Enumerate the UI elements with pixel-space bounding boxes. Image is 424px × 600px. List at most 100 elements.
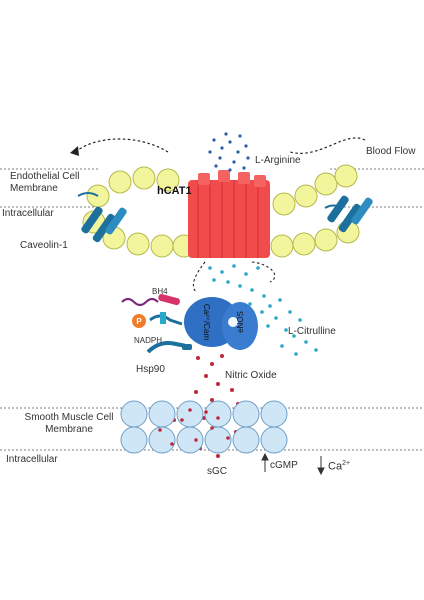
sgc-no-dot <box>204 410 208 414</box>
arginine-dot <box>224 132 228 136</box>
endothelial-membrane-label: Endothelial Cell Membrane <box>10 171 80 194</box>
arginine-dot <box>238 134 242 138</box>
hsp90-molecule <box>146 341 192 354</box>
sgc-label: sGC <box>207 466 227 477</box>
smooth-muscle-cell <box>260 400 288 428</box>
citrulline-dot <box>280 344 284 348</box>
arginine-dot <box>220 146 224 150</box>
citrulline-dot <box>292 334 296 338</box>
nadph-label: NADPH <box>134 336 163 345</box>
citrulline-dot <box>304 340 308 344</box>
no-dot <box>216 382 220 386</box>
no-dot <box>204 374 208 378</box>
hsp90-label: Hsp90 <box>136 364 165 375</box>
smooth-muscle-cell <box>148 426 176 454</box>
no-dot <box>196 356 200 360</box>
smooth-muscle-cell <box>232 426 260 454</box>
citrulline-dot <box>226 280 230 284</box>
sgc-no-dot <box>158 428 162 432</box>
citrulline-dot <box>238 284 242 288</box>
smooth-muscle-cell <box>204 426 232 454</box>
smooth-muscle-cells <box>120 400 288 454</box>
l-arginine-particles <box>208 132 250 172</box>
intracellular-top-label: Intracellular <box>2 208 54 219</box>
intracellular-bottom-label: Intracellular <box>6 454 58 465</box>
hcat1-channel <box>188 170 270 258</box>
sgc-no-dot <box>226 436 230 440</box>
citrulline-dot <box>244 272 248 276</box>
blood-flow-arrows <box>77 137 366 154</box>
arginine-dot <box>232 160 236 164</box>
smooth-muscle-cell <box>148 400 176 428</box>
arginine-dot <box>208 150 212 154</box>
citrulline-dot <box>314 348 318 352</box>
membrane-bead <box>314 228 338 252</box>
citrulline-dot <box>220 270 224 274</box>
ca-base-text: Ca <box>328 460 343 473</box>
citrulline-dot <box>274 316 278 320</box>
phosphate-label: P <box>136 317 142 326</box>
smooth-muscle-cell <box>260 426 288 454</box>
no-dot <box>230 388 234 392</box>
blood-flow-label: Blood Flow <box>366 146 416 157</box>
citrulline-dot <box>284 328 288 332</box>
sgc-no-dot <box>194 438 198 442</box>
ca-down-arrow-icon <box>317 456 325 476</box>
membrane-bead <box>156 168 180 192</box>
no-dot <box>210 362 214 366</box>
arginine-dot <box>212 138 216 142</box>
transport-arrows <box>192 261 276 293</box>
arginine-dot <box>228 168 232 172</box>
bh4-molecule <box>121 293 180 307</box>
citrulline-dot <box>262 294 266 298</box>
arginine-dot <box>228 140 232 144</box>
smooth-muscle-cell <box>120 400 148 428</box>
citrulline-dot <box>268 304 272 308</box>
smooth-muscle-cell <box>120 426 148 454</box>
smooth-muscle-cell <box>176 400 204 428</box>
membrane-bead <box>132 166 156 190</box>
no-dot <box>210 398 214 402</box>
l-citrulline-particles <box>208 264 318 356</box>
arginine-dot <box>214 164 218 168</box>
no-dot <box>194 390 198 394</box>
citrulline-dot <box>266 324 270 328</box>
ca-cam-label: Ca²⁺/Cam <box>202 304 211 341</box>
citrulline-dot <box>278 298 282 302</box>
cgmp-up-arrow-icon <box>261 452 269 472</box>
no-dot <box>216 454 220 458</box>
sgc-no-dot <box>180 418 184 422</box>
citrulline-dot <box>250 288 254 292</box>
citrulline-dot <box>208 266 212 270</box>
phosphate-icon <box>132 314 146 328</box>
membrane-bead <box>292 232 316 256</box>
left-arrow-head-icon <box>70 146 79 156</box>
l-citrulline-label: L-Citrulline <box>288 326 336 337</box>
smooth-muscle-membrane-label: Smooth Muscle Cell Membrane <box>24 412 114 435</box>
citrulline-dot <box>248 302 252 306</box>
smooth-muscle-cell <box>204 400 232 428</box>
arginine-dot <box>236 150 240 154</box>
arginine-dot <box>218 156 222 160</box>
arginine-dot <box>244 144 248 148</box>
no-dot <box>220 354 224 358</box>
smooth-muscle-cell <box>176 426 204 454</box>
citrulline-dot <box>260 310 264 314</box>
membrane-bead <box>270 234 294 258</box>
citrulline-dot <box>232 264 236 268</box>
sgc-no-dot <box>216 416 220 420</box>
enos-label: eNOS <box>236 311 245 333</box>
citrulline-dot <box>294 352 298 356</box>
enos-complex <box>184 297 258 350</box>
sgc-no-dot <box>188 408 192 412</box>
membrane-bead <box>150 234 174 258</box>
arginine-dot <box>242 166 246 170</box>
cgmp-label: cGMP <box>270 460 298 471</box>
hcat1-label: hCAT1 <box>157 185 192 197</box>
membrane-bead <box>294 184 318 208</box>
citrulline-dot <box>288 310 292 314</box>
caveolin-label: Caveolin-1 <box>20 240 68 251</box>
arginine-dot <box>246 156 250 160</box>
sgc-no-dot <box>170 442 174 446</box>
